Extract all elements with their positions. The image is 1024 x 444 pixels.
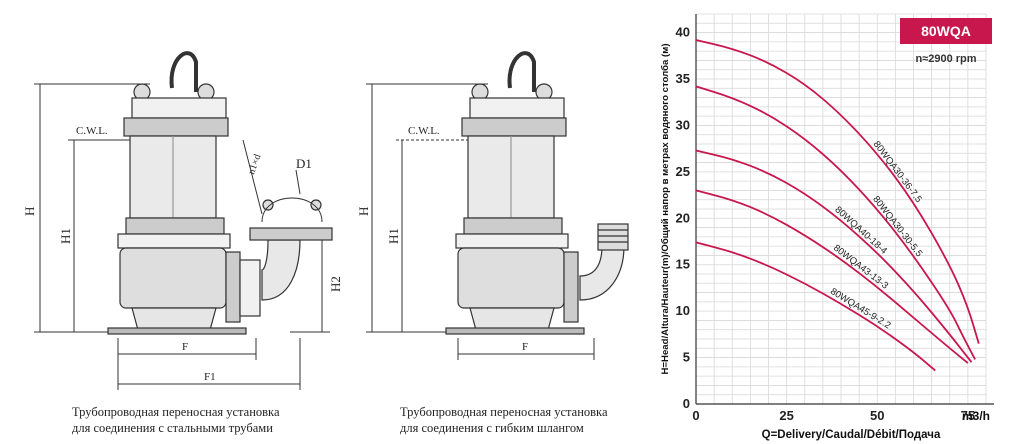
model-badge-text: 80WQA xyxy=(921,23,971,39)
dim-d1-label: D1 xyxy=(296,156,312,171)
dim-h-label: H xyxy=(358,207,371,216)
speed-label: n≈2900 rpm xyxy=(915,53,976,65)
y-tick-label: 5 xyxy=(683,350,690,365)
x-axis-unit: m3/h xyxy=(962,409,990,423)
x-tick-label: 25 xyxy=(779,408,793,423)
pump-drawing-steel-pipe: C.W.L. H H1 H2 D1 n1×d F F1 xyxy=(22,51,343,390)
chart-axes xyxy=(695,14,994,405)
y-tick-label: 30 xyxy=(676,117,690,132)
dim-f-label: F xyxy=(522,341,528,353)
pump-curve-line xyxy=(695,85,976,360)
x-axis-label: Q=Delivery/Caudal/Débit/Подача xyxy=(762,429,941,441)
x-tick-label: 75 xyxy=(961,408,975,423)
chart-curves: 80WQA30-36-7.580WQA30-30-5.580WQA40-18-4… xyxy=(695,39,980,372)
chart-ticks: 0 25 50 75 0 5 10 15 20 25 30 35 40 xyxy=(676,25,976,423)
y-tick-label: 40 xyxy=(676,25,690,40)
model-badge-box xyxy=(900,18,992,44)
pump-curve-line xyxy=(695,241,936,372)
y-tick-label: 35 xyxy=(676,71,690,86)
caption-flexible-hose: Трубопроводная переносная установка для … xyxy=(400,404,608,436)
performance-chart: 0 25 50 75 0 5 10 15 20 25 30 35 40 80WQA30-36-7.580… xyxy=(660,13,994,441)
caption-line: Трубопроводная переносная установка xyxy=(72,405,280,419)
caption-steel-pipe: Трубопроводная переносная установка для … xyxy=(72,404,280,436)
y-tick-label: 20 xyxy=(676,210,690,225)
pump-drawing-flexible-hose: C.W.L. H H1 F xyxy=(358,51,629,360)
cwl-label: C.W.L. xyxy=(76,125,108,137)
y-tick-label: 15 xyxy=(676,257,690,272)
dim-h2-label: H2 xyxy=(328,276,343,292)
dim-h1-label: H1 xyxy=(386,228,401,244)
cwl-label: C.W.L. xyxy=(408,125,440,137)
x-tick-label: 0 xyxy=(692,408,699,423)
y-axis-label: H=Head/Altura/Hauteur(m)/Общий напор в м… xyxy=(660,43,671,374)
caption-line: для соединения с гибким шлангом xyxy=(400,421,584,435)
dim-flange-label: n1×d xyxy=(246,153,263,176)
dim-h-label: H xyxy=(22,207,37,216)
x-tick-label: 50 xyxy=(870,408,884,423)
pump-curve-line xyxy=(695,189,969,364)
model-badge: 80WQA xyxy=(900,18,992,44)
pump-curve-line xyxy=(695,149,973,363)
dim-f-label: F xyxy=(182,341,188,353)
caption-line: для соединения с стальными трубами xyxy=(72,421,273,435)
dim-f1-label: F1 xyxy=(204,371,216,383)
y-tick-label: 10 xyxy=(676,303,690,318)
dim-h1-label: H1 xyxy=(58,228,73,244)
y-tick-label: 25 xyxy=(676,164,690,179)
y-tick-label: 0 xyxy=(683,396,690,411)
pump-curve-line xyxy=(695,39,980,344)
chart-grid xyxy=(696,13,987,404)
caption-line: Трубопроводная переносная установка xyxy=(400,405,608,419)
